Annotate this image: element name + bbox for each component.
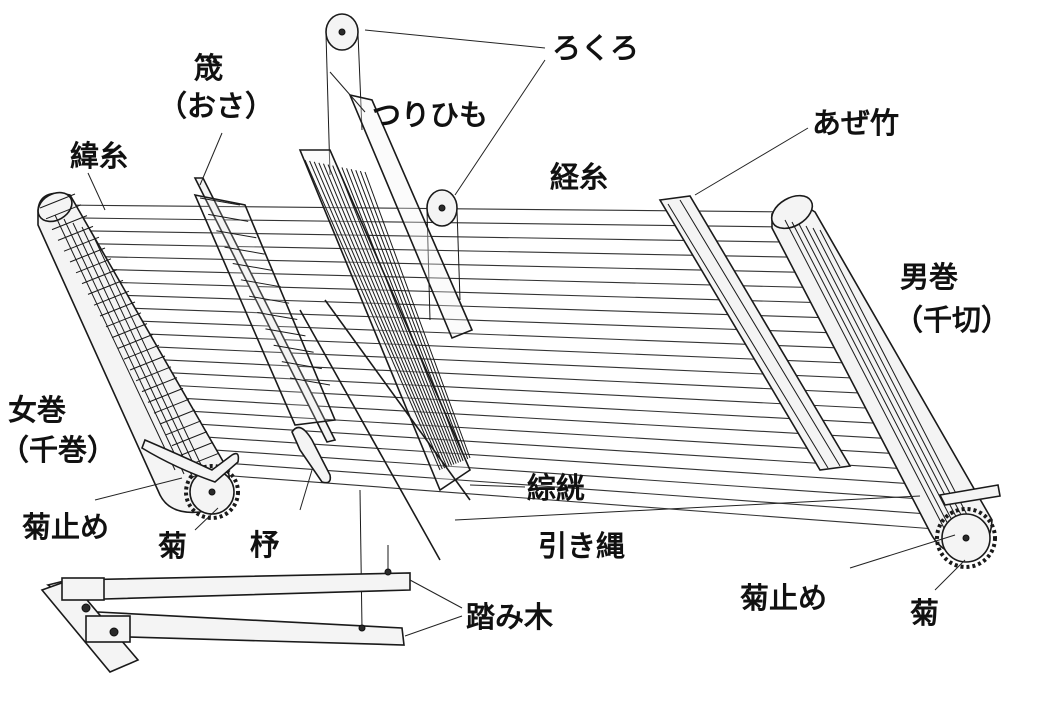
reed-dent (289, 377, 331, 386)
heddle-wire (359, 170, 469, 460)
cloth-weave-line (177, 441, 214, 457)
label-hi: 杼 (250, 528, 279, 562)
reed-dent (249, 295, 290, 304)
label-memaki-sub: （千巻） (0, 433, 116, 467)
label-omaki-sub: （千切） (894, 303, 1010, 337)
heddle-wire (318, 162, 448, 468)
cloth-weave-line (45, 204, 82, 220)
heddle-wire (322, 163, 450, 467)
warp-thread (197, 435, 950, 487)
label-omaki: 男巻 (900, 260, 958, 294)
reed-illustration (193, 177, 337, 443)
beam-line (784, 219, 946, 531)
cloth-weave-line (93, 290, 130, 306)
cloth-weave-line (51, 215, 88, 231)
cloth-weave-line (63, 218, 185, 475)
cloth-weave-line (72, 222, 194, 479)
cloth-weave-line (159, 409, 196, 425)
label-yokoito: 緯糸 (70, 139, 128, 173)
heddle-wire (327, 164, 453, 466)
warp-beam-illustration (770, 194, 1001, 569)
heddle-wires (304, 159, 471, 471)
cloth-weave-line (39, 193, 76, 209)
heddle-wire (309, 160, 443, 470)
label-osa-reading: （おさ） (158, 89, 274, 123)
warp-thread (219, 474, 976, 533)
label-azedake: あぜ竹 (812, 106, 899, 140)
reed-dent (265, 328, 306, 337)
heddle-frames-illustration (298, 93, 474, 561)
reed-dent (273, 344, 314, 353)
beam-line (819, 229, 981, 541)
reed-dent (199, 197, 241, 206)
reed-dent (240, 279, 281, 288)
beam-line (812, 227, 974, 539)
heddle-wire (346, 168, 462, 462)
cloth-weave-line (105, 312, 142, 328)
label-soukou: 綜絖 (527, 471, 585, 505)
cloth-weave-line (171, 431, 208, 447)
cloth-weave-line (81, 226, 203, 483)
cloth-weave-line (153, 398, 190, 414)
reed-dent (216, 230, 257, 239)
cloth-weave-line (99, 301, 136, 317)
label-kiku-right: 菊 (910, 596, 939, 630)
label-fumiki: 踏み木 (466, 600, 553, 634)
beam-line (805, 225, 967, 537)
beam-line (791, 221, 953, 533)
cloth-weave-line (57, 225, 94, 241)
cloth-weave-line (111, 323, 148, 339)
heddle-wire (313, 161, 446, 469)
lease-sticks-illustration (658, 195, 852, 471)
label-rokuro: ろくろ (552, 31, 639, 65)
cloth-weave-line (123, 344, 160, 360)
label-hikinawa: 引き縄 (538, 529, 625, 563)
heddle-wire (341, 167, 459, 463)
labels: ろくろ つりひも 筬 （おさ） 緯糸 経糸 あぜ竹 男巻 （千切） 女巻 （千巻… (0, 31, 1010, 634)
heddle-wire (332, 165, 455, 465)
label-tsurihimo: つりひも (372, 98, 488, 132)
label-kikudome-right: 菊止め (740, 581, 827, 615)
heddle-wire (350, 169, 464, 461)
heddle-wire (304, 159, 441, 471)
cloth-weave-line (63, 236, 100, 252)
label-kiku-left: 菊 (158, 529, 187, 563)
cloth-weave-line (54, 214, 176, 471)
cloth-weave-line (147, 387, 184, 403)
reed-dent (281, 361, 322, 370)
cloth-weave-line (141, 377, 178, 393)
cloth-weave-line (135, 366, 172, 382)
cloth-weave-line (87, 279, 124, 295)
beam-lines (784, 219, 981, 541)
reed-dent (232, 262, 273, 271)
reed-dent (224, 246, 265, 255)
leader-lines (87, 29, 966, 637)
cloth-weave-line (81, 269, 118, 285)
heddle-wire (336, 166, 457, 464)
label-osa: 筬 (194, 51, 223, 85)
heddle-wire (364, 171, 471, 459)
pulley-illustration (325, 13, 461, 321)
cloth-weave-line (129, 355, 166, 371)
beam-line (798, 223, 960, 535)
cloth-beam-illustration (37, 191, 240, 520)
reed-dent (257, 312, 298, 321)
shuttle-illustration (291, 426, 332, 484)
warp-thread (212, 461, 967, 518)
label-tateito: 経糸 (550, 160, 608, 194)
warp-thread (204, 448, 958, 503)
heddle-wire (355, 169, 466, 461)
reed-dents (199, 197, 331, 386)
label-kikudome-left: 菊止め (22, 510, 109, 544)
cloth-weave-line (90, 230, 212, 487)
label-memaki: 女巻 (8, 393, 66, 427)
reed-dent (208, 213, 249, 222)
treadles-illustration (40, 489, 411, 673)
